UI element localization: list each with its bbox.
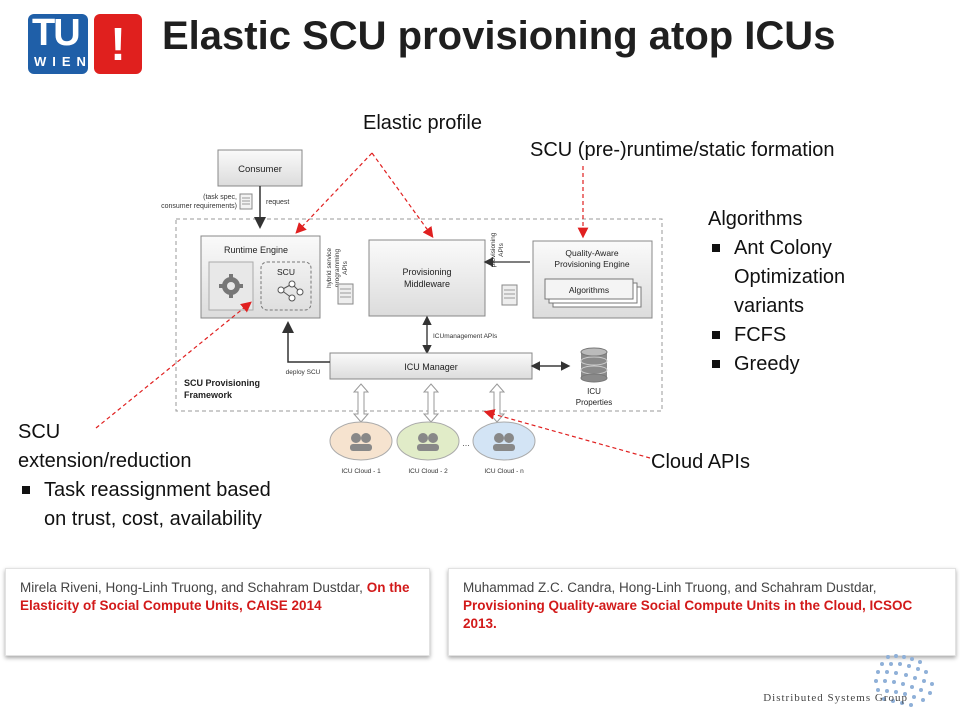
algorithm-item: Ant Colony Optimization variants: [708, 234, 908, 321]
qa-label-2: Provisioning Engine: [554, 259, 629, 269]
provisioning-label-1: Provisioning: [402, 267, 451, 277]
prov-apis-label-1: provisioning: [490, 232, 497, 267]
scu-ext-heading-1: SCU: [18, 421, 61, 443]
reference-card-2: Muhammad Z.C. Candra, Hong-Linh Truong, …: [448, 568, 956, 656]
logo-text-tu: TU: [32, 12, 81, 54]
scu-extension-arrow: [95, 301, 252, 429]
qa-label-1: Quality-Aware: [565, 248, 618, 258]
hybrid-apis-label-1: hybrid service: [326, 248, 333, 288]
reference-authors: Mirela Riveni, Hong-Linh Truong, and Sch…: [20, 580, 363, 595]
label-cloud-apis: Cloud APIs: [651, 451, 750, 473]
task-spec-label-1: (task spec,: [203, 194, 237, 201]
prov-apis-label-2: APIs: [498, 242, 505, 256]
label-scu-formation: SCU (pre-)runtime/static formation: [530, 139, 835, 161]
task-spec-label-2: consumer requirements): [161, 203, 237, 210]
deploy-scu-label: deploy SCU: [286, 369, 321, 376]
network-icon: [277, 280, 304, 302]
icu-cloud-1: [329, 421, 393, 461]
label-elastic-profile: Elastic profile: [363, 112, 482, 134]
algorithm-item: FCFS: [708, 321, 908, 350]
framework-label-1: SCU Provisioning: [184, 378, 260, 388]
reference-title: Provisioning Quality-aware Social Comput…: [463, 598, 913, 631]
cloud-apis-arrow: [483, 409, 651, 459]
reference-card-1: Mirela Riveni, Hong-Linh Truong, and Sch…: [5, 568, 430, 656]
reference-title: On the Elasticity of Social Compute Unit…: [20, 580, 410, 613]
icu-manager-label: ICU Manager: [404, 362, 458, 372]
framework-container: [175, 218, 663, 412]
provisioning-label-2: Middleware: [404, 279, 450, 289]
document-icon: [337, 283, 354, 305]
runtime-engine-label: Runtime Engine: [224, 245, 288, 255]
dsg-logo-dots: [874, 654, 934, 707]
document-icon: [239, 193, 253, 210]
icu-properties-label-2: Properties: [576, 398, 612, 407]
algorithms-box: [544, 278, 634, 300]
clouds-ellipsis: ...: [462, 438, 470, 448]
icu-cloud-2: [396, 421, 460, 461]
icu-cloud-n: [472, 421, 536, 461]
algorithms-list: Ant Colony Optimization variants FCFS Gr…: [708, 234, 908, 379]
request-label: request: [266, 199, 289, 206]
algorithm-item: Greedy: [708, 350, 908, 379]
logo-text-wien: WIEN: [34, 54, 92, 69]
scu-ext-heading-2: extension/reduction: [18, 450, 192, 472]
footer-group-name: Distributed Systems Group: [763, 692, 908, 704]
cloud-label-1: ICU Cloud - 1: [341, 468, 381, 475]
slide-title: Elastic SCU provisioning atop ICUs: [162, 14, 836, 58]
scu-ext-item: Task reassignment based on trust, cost, …: [18, 476, 278, 534]
hybrid-apis-label-3: APIs: [342, 260, 349, 274]
framework-label-2: Framework: [184, 390, 233, 400]
reference-authors: Muhammad Z.C. Candra, Hong-Linh Truong, …: [463, 580, 877, 595]
scu-ext-list: Task reassignment based on trust, cost, …: [18, 476, 278, 534]
consumer-label: Consumer: [238, 164, 282, 175]
provisioning-middleware-box: [368, 239, 486, 317]
algorithms-heading: Algorithms: [708, 208, 803, 230]
algorithms-block: Algorithms Ant Colony Optimization varia…: [708, 205, 908, 379]
database-icon: [580, 347, 608, 383]
elastic-profile-arrow-right: [371, 152, 434, 238]
document-icon: [501, 284, 518, 306]
cloud-label-2: ICU Cloud - 2: [408, 468, 448, 475]
algorithms-box-label: Algorithms: [569, 285, 609, 295]
scu-extension-block: SCU extension/reduction Task reassignmen…: [18, 418, 278, 534]
scu-label: SCU: [277, 267, 295, 277]
gear-icon: [219, 274, 243, 298]
hybrid-apis-label-2: programming: [334, 248, 341, 287]
logo-exclamation: !: [94, 14, 142, 74]
icu-properties-label-1: ICU: [587, 387, 601, 396]
icu-mgmt-apis-label: ICUmanagement APIs: [433, 333, 498, 340]
elastic-profile-arrow-left: [295, 152, 373, 234]
tu-logo-block: TU WIEN: [28, 12, 88, 74]
scu-dashed-box: [260, 261, 312, 311]
consumer-box: [217, 149, 303, 187]
cloud-label-n: ICU Cloud - n: [484, 468, 524, 475]
tu-wien-logo: TU WIEN !: [28, 12, 142, 74]
